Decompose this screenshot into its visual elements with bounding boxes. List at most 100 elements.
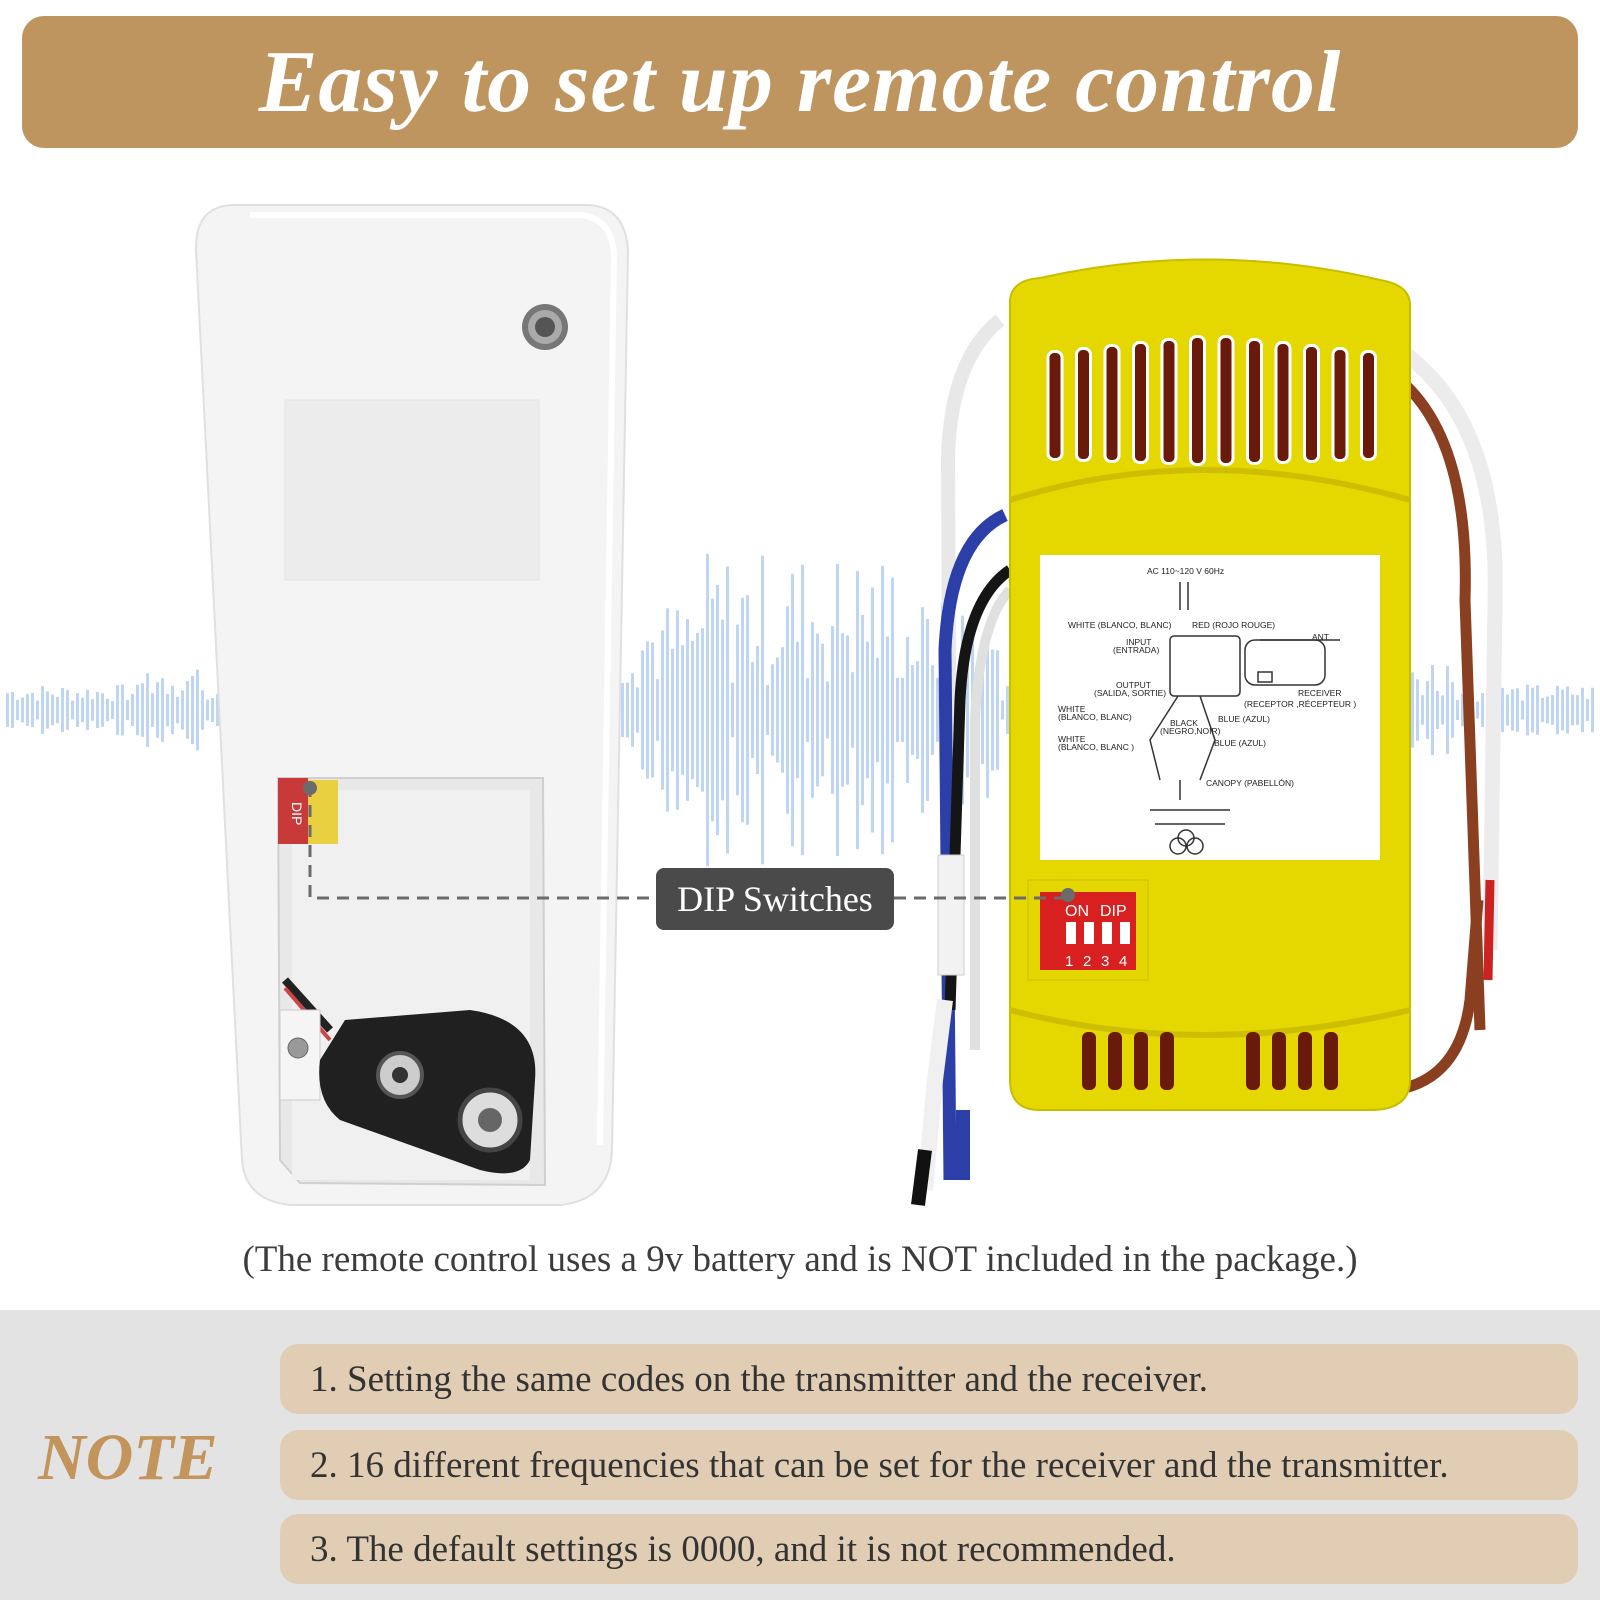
wave-bar bbox=[1456, 699, 1459, 721]
wave-bar bbox=[1001, 700, 1004, 720]
diagram-ant-label: ANT bbox=[1312, 632, 1329, 642]
wave-bar bbox=[206, 699, 209, 721]
wave-bar bbox=[651, 642, 654, 778]
wave-bar bbox=[811, 622, 814, 798]
vent-slot bbox=[1360, 350, 1377, 461]
wave-bar bbox=[891, 577, 894, 843]
wave-bar bbox=[626, 682, 629, 738]
wave-bar bbox=[16, 699, 19, 721]
vent-slot bbox=[1298, 1032, 1312, 1090]
wave-bar bbox=[1501, 687, 1504, 733]
wave-bar bbox=[656, 679, 659, 741]
wave-bar bbox=[171, 685, 174, 735]
wave-bar bbox=[816, 633, 819, 787]
wave-bar bbox=[81, 697, 84, 723]
vent-slot bbox=[1103, 344, 1121, 463]
battery-caption: (The remote control uses a 9v battery an… bbox=[242, 1239, 1358, 1280]
wave-bar bbox=[166, 693, 169, 727]
wave-bar bbox=[86, 689, 89, 731]
wave-bar bbox=[21, 697, 24, 723]
wave-bar bbox=[1441, 695, 1444, 725]
vent-slot bbox=[1274, 341, 1292, 464]
wave-bar bbox=[921, 607, 924, 813]
wave-bar bbox=[216, 693, 219, 727]
diagram-input-label: INPUT bbox=[1126, 637, 1152, 647]
callout-dot-receiver bbox=[1061, 888, 1075, 902]
dip-on-label: ON bbox=[1065, 903, 1089, 920]
wiring-diagram-drawing bbox=[1149, 582, 1340, 855]
wave-bar bbox=[766, 685, 769, 735]
wave-bar bbox=[71, 700, 74, 720]
vent-slot bbox=[1160, 1032, 1174, 1090]
wave-bar bbox=[821, 643, 824, 777]
wave-bar bbox=[36, 700, 39, 720]
diagram-power-label: AC 110~120 V 60Hz bbox=[1147, 566, 1224, 576]
vent-slot bbox=[1217, 335, 1235, 466]
wave-bar bbox=[706, 553, 709, 867]
diagram-black-label: BLACK bbox=[1170, 718, 1198, 728]
vent-slot bbox=[1108, 1032, 1122, 1090]
wave-bar bbox=[1576, 695, 1579, 725]
wave-bar bbox=[916, 661, 919, 759]
wave-bar bbox=[1431, 664, 1434, 756]
wave-bar bbox=[1416, 679, 1419, 741]
wave-bar bbox=[876, 657, 879, 763]
wave-bar bbox=[886, 636, 889, 784]
vent-slot bbox=[1075, 347, 1092, 462]
wave-bar bbox=[996, 650, 999, 770]
wave-bar bbox=[926, 618, 929, 802]
wave-bar bbox=[201, 690, 204, 730]
vent-slot bbox=[1132, 341, 1149, 464]
wave-bar bbox=[666, 608, 669, 812]
note-item-3: 3. The default settings is 0000, and it … bbox=[280, 1514, 1578, 1584]
callout-dot-remote bbox=[303, 781, 317, 795]
wave-bar bbox=[751, 661, 754, 759]
diagram-canopy-label: CANOPY (PABELLÓN) bbox=[1206, 778, 1294, 788]
wave-bar bbox=[906, 637, 909, 783]
diagram-input-es-label: (ENTRADA) bbox=[1113, 645, 1159, 655]
vent-slot bbox=[1324, 1032, 1338, 1090]
wave-bar bbox=[1411, 672, 1414, 748]
wave-bar bbox=[1451, 682, 1454, 738]
wave-bar bbox=[726, 566, 729, 854]
wave-bar bbox=[691, 640, 694, 780]
remote-transmitter: DIP bbox=[194, 204, 630, 1206]
diagram-output-label: OUTPUT bbox=[1116, 680, 1151, 690]
wave-bar bbox=[931, 665, 934, 755]
wave-bar bbox=[771, 664, 774, 756]
diagram-white-label: WHITE (BLANCO, BLANC) bbox=[1068, 620, 1172, 630]
wave-bar bbox=[116, 685, 119, 735]
vent-slot bbox=[1189, 335, 1206, 466]
wave-bar bbox=[736, 624, 739, 796]
wave-bar bbox=[761, 555, 764, 865]
vent-slot bbox=[1331, 347, 1349, 462]
wave-bar bbox=[721, 619, 724, 801]
note-item-1: 1. Setting the same codes on the transmi… bbox=[280, 1344, 1578, 1414]
wave-bar bbox=[741, 597, 744, 823]
wave-bar bbox=[1426, 681, 1429, 739]
screw-icon bbox=[522, 304, 568, 350]
wave-bar bbox=[776, 657, 779, 763]
wave-bar bbox=[101, 693, 104, 727]
wave-bar bbox=[836, 563, 839, 857]
dip-dip-label: DIP bbox=[1100, 903, 1127, 920]
wave-bar bbox=[26, 694, 29, 726]
diagram-white-out1-label: WHITE bbox=[1058, 704, 1086, 714]
wave-bar bbox=[1516, 688, 1519, 732]
wave-bar bbox=[661, 630, 664, 790]
wave-bar bbox=[1581, 687, 1584, 733]
title-banner: Easy to set up remote control bbox=[22, 16, 1578, 148]
wave-bar bbox=[1521, 700, 1524, 720]
wave-bar bbox=[1551, 695, 1554, 725]
diagram-white-out2-label: WHITE bbox=[1058, 734, 1086, 744]
wave-bar bbox=[746, 595, 749, 825]
diagram-red-label: RED (ROJO ROUGE) bbox=[1192, 620, 1275, 630]
diagram-blue1-label: BLUE (AZUL) bbox=[1218, 714, 1270, 724]
wave-bar bbox=[796, 641, 799, 779]
wave-bar bbox=[51, 694, 54, 726]
wave-bar bbox=[1561, 689, 1564, 731]
wave-bar bbox=[131, 694, 134, 726]
vent-slot bbox=[1246, 1032, 1260, 1090]
wave-bar bbox=[136, 684, 139, 736]
diagram-receiver-es-label: (RECEPTOR ,RÉCEPTEUR ) bbox=[1244, 699, 1356, 709]
